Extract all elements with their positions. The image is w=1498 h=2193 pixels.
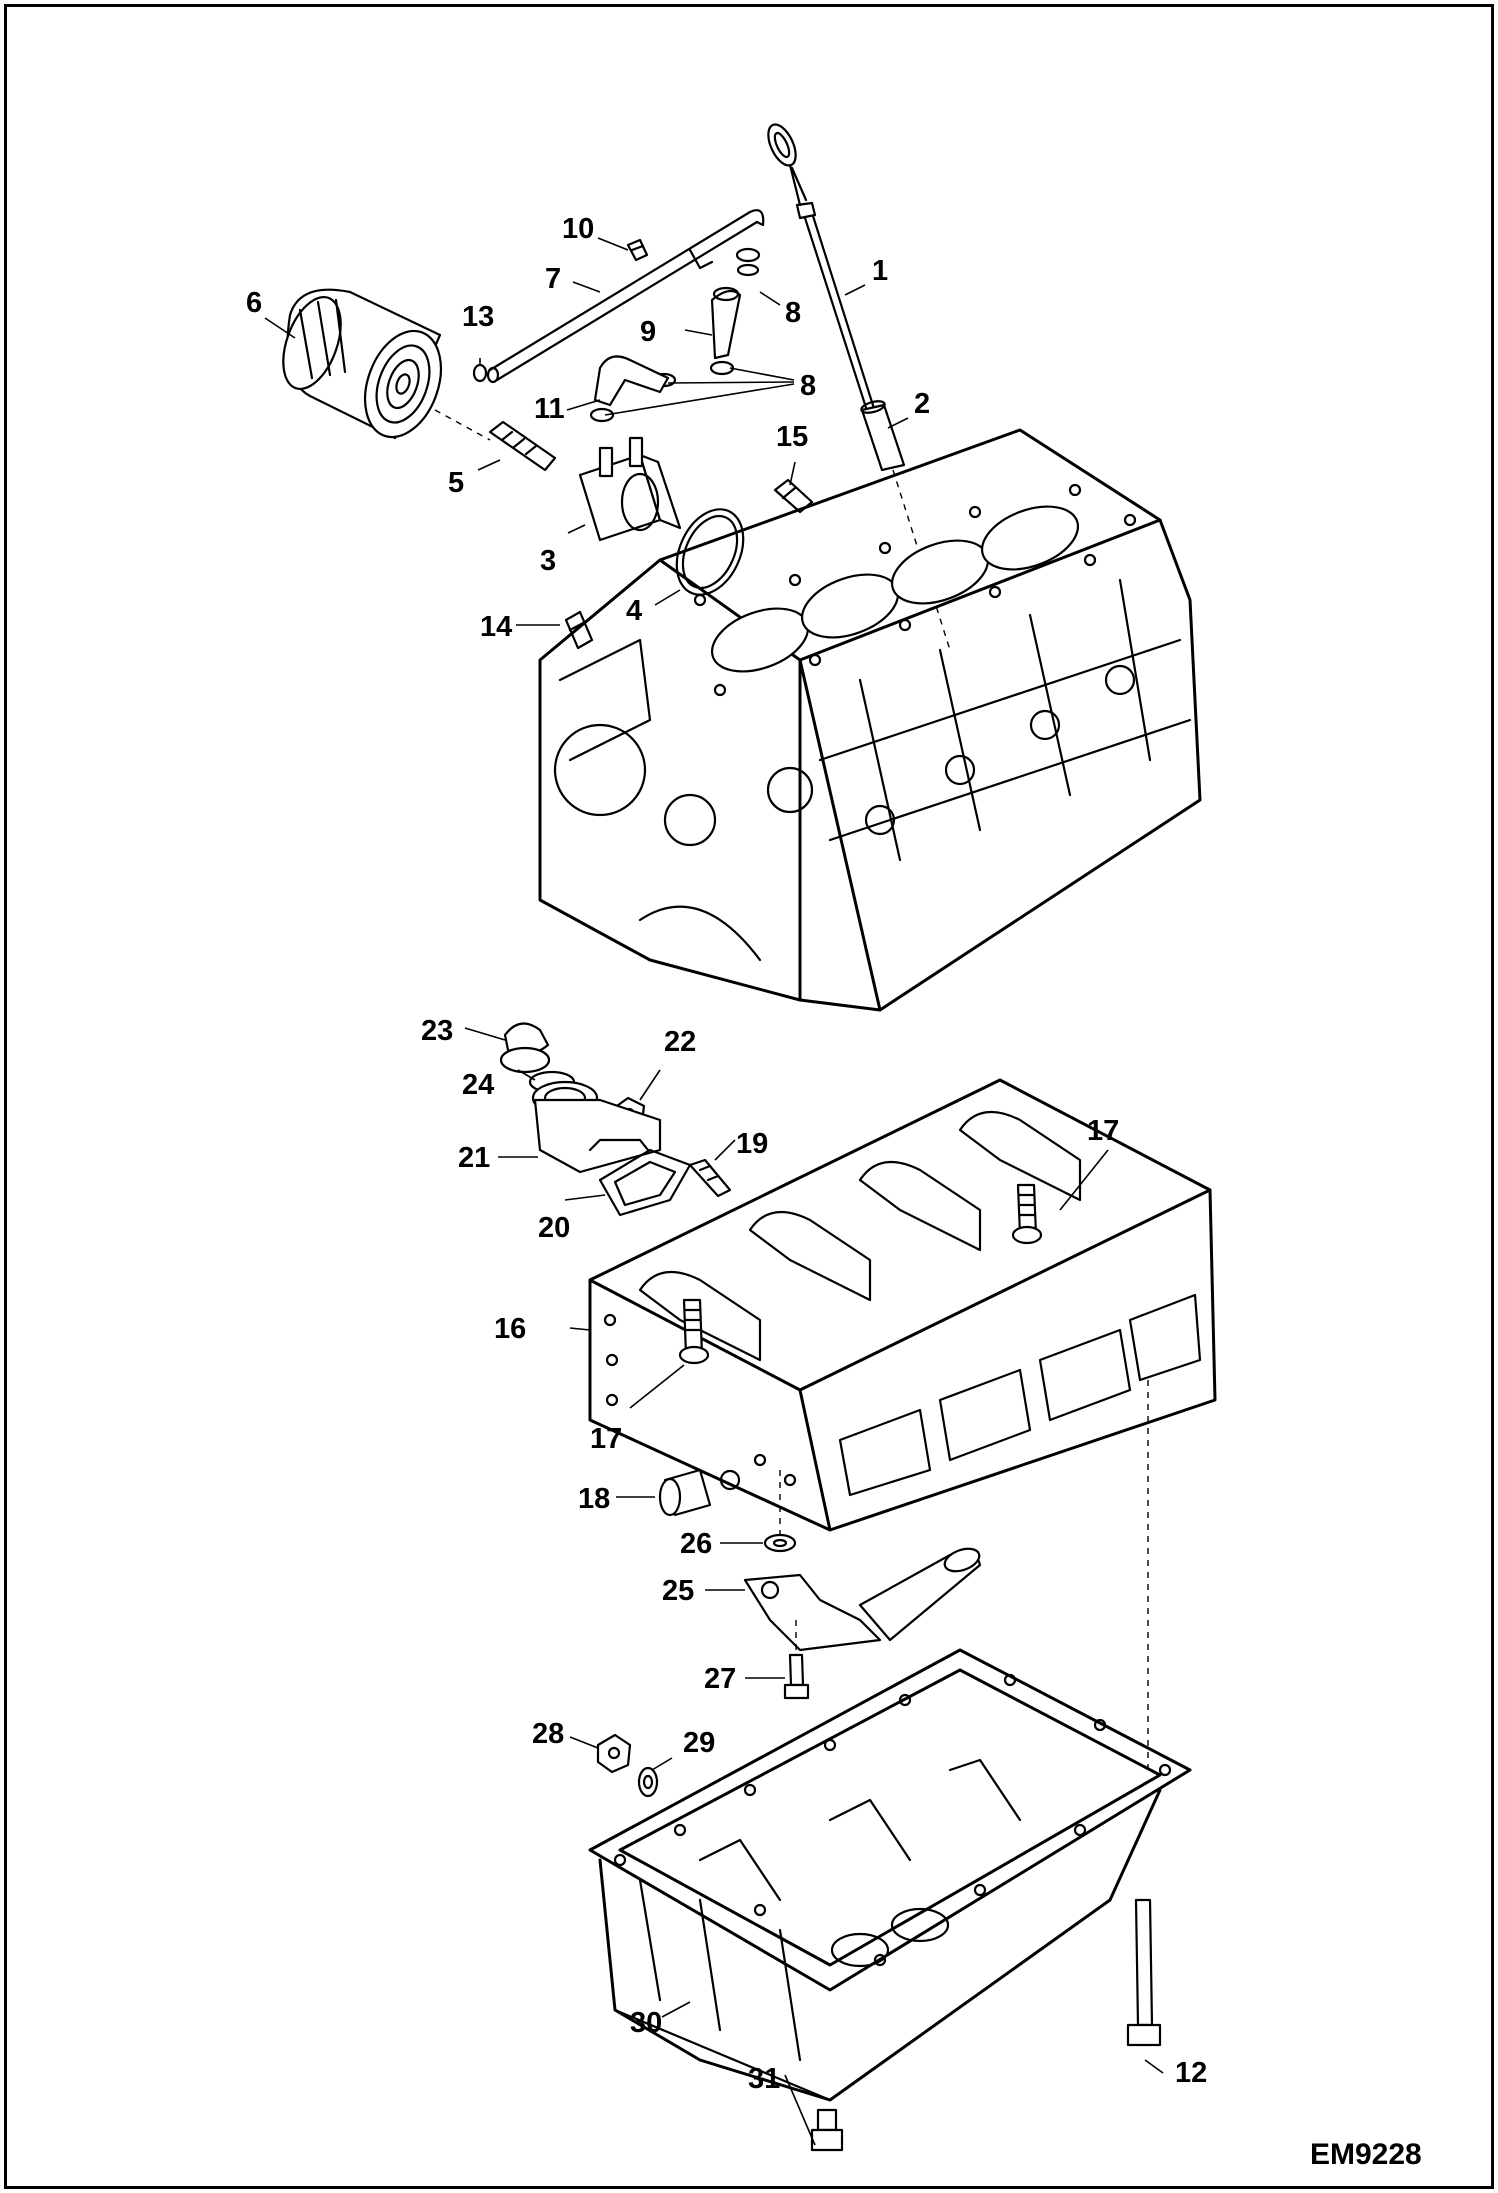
oil-pan-part-30 [588,1380,1192,2102]
callout-24: 24 [462,1069,494,1101]
cylinder-block [538,428,1202,1012]
hose-part-11 [593,355,670,407]
diagram-border [4,4,1494,2189]
callout-13: 13 [462,301,494,333]
callout-31: 31 [748,2063,780,2095]
gasket-part-20 [598,1148,692,1217]
callout-11: 11 [534,393,565,425]
drain-plug-part-31 [810,2108,844,2152]
callout-17b: 17 [590,1423,622,1455]
bolt-part-27 [783,1620,810,1700]
callout-leaders [264,237,1164,2146]
bolt-part-17 [678,1183,1043,1365]
callout-19: 19 [736,1128,768,1160]
stud-part-19 [688,1158,732,1198]
callout-5: 5 [448,467,464,499]
callout-18: 18 [578,1483,610,1515]
bolt-part-12 [1126,1898,1162,2047]
callout-10: 10 [562,213,594,245]
callout-27: 27 [704,1663,736,1695]
oil-cap-part-23 [499,1022,551,1074]
callout-8a: 8 [785,297,801,329]
document-id: EM9228 [1310,2138,1422,2171]
plug-part-14 [564,610,594,650]
callout-6: 6 [246,287,262,319]
bolt-part-10 [626,238,649,262]
callout-12: 12 [1175,2057,1207,2089]
callout-15: 15 [776,421,808,453]
callout-16: 16 [494,1313,526,1345]
callout-3: 3 [540,545,556,577]
gasket-part-4 [675,508,745,596]
callout-7: 7 [545,263,561,295]
callout-labels: 1 2 3 4 5 6 7 8 8 9 10 11 12 13 14 15 16… [246,213,1207,2095]
bushing-part-18 [658,1468,712,1517]
oil-strainer-part-25 [743,1547,982,1652]
callout-8b: 8 [800,370,816,402]
callout-29: 29 [683,1727,715,1759]
callout-17a: 17 [1087,1115,1119,1147]
oil-cooler-part-3 [578,436,682,542]
hose-part-9 [710,286,742,360]
callout-1: 1 [872,255,888,287]
filler-neck-part-21 [531,1080,662,1174]
washer-part-29 [637,1766,659,1798]
callout-23: 23 [421,1015,453,1047]
callout-9: 9 [640,316,656,348]
callout-28: 28 [532,1718,564,1750]
callout-30: 30 [630,2007,662,2039]
callout-4: 4 [626,595,642,627]
dipstick-part-1 [767,123,879,422]
callout-26: 26 [680,1528,712,1560]
dipstick-guide-part-2 [860,400,951,651]
washer-part-26 [763,1470,797,1553]
breather-pipe-part-7 [486,209,765,384]
oil-filter-part-6 [282,288,491,441]
callout-2: 2 [914,388,930,420]
nipple-part-5 [488,420,557,472]
callout-14: 14 [480,611,512,643]
callout-20: 20 [538,1212,570,1244]
callout-22: 22 [664,1026,696,1058]
plug-part-28 [596,1733,632,1774]
callout-25: 25 [662,1575,694,1607]
fitting-part-15 [773,478,814,514]
callout-21: 21 [458,1142,490,1174]
o-ring-part-13 [472,363,488,383]
